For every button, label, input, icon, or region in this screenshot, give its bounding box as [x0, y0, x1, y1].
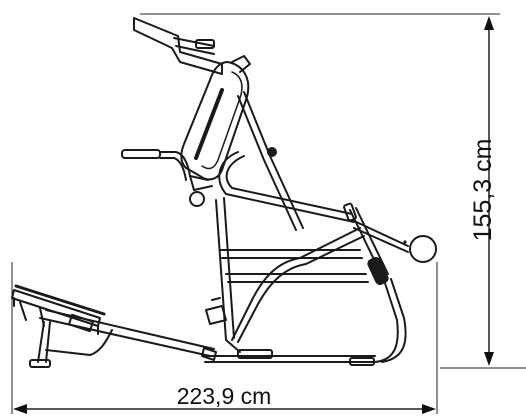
- height-dimension: 155,3 cm: [140, 13, 526, 369]
- side-handle-bar: [121, 149, 213, 207]
- rear-weight-ball: [409, 235, 437, 263]
- rear-pivot-dot: [403, 240, 407, 244]
- height-arrow-top: [484, 16, 494, 30]
- rear-arm: [351, 219, 409, 253]
- backrest-pad: [180, 61, 250, 181]
- floor-base-tube: [204, 355, 376, 363]
- main-tower-front: [215, 197, 241, 353]
- top-handle-assembly: [133, 17, 251, 75]
- machine-frame: [11, 17, 437, 368]
- width-label: 223,9 cm: [177, 383, 272, 409]
- front-stop-block: [201, 347, 217, 361]
- rear-curved-leg: [374, 278, 407, 363]
- width-dimension: 223,9 cm: [11, 262, 438, 414]
- height-label: 155,3 cm: [469, 139, 497, 242]
- rear-floor-foot: [349, 357, 375, 366]
- incline-rail: [39, 309, 215, 357]
- tower-crossbars: [219, 249, 369, 283]
- front-tower-bracket: [205, 297, 227, 325]
- foot-platform: [11, 284, 106, 335]
- lower-loop: [231, 227, 365, 343]
- height-arrow-bottom: [484, 352, 494, 366]
- width-arrow-left: [13, 404, 27, 414]
- width-arrow-right: [422, 404, 436, 414]
- front-floor-foot: [29, 359, 51, 368]
- upper-pivot-dot: [267, 147, 277, 157]
- front-support-leg: [37, 321, 113, 363]
- center-floor-foot: [237, 349, 273, 359]
- damper-cylinder: [343, 202, 389, 286]
